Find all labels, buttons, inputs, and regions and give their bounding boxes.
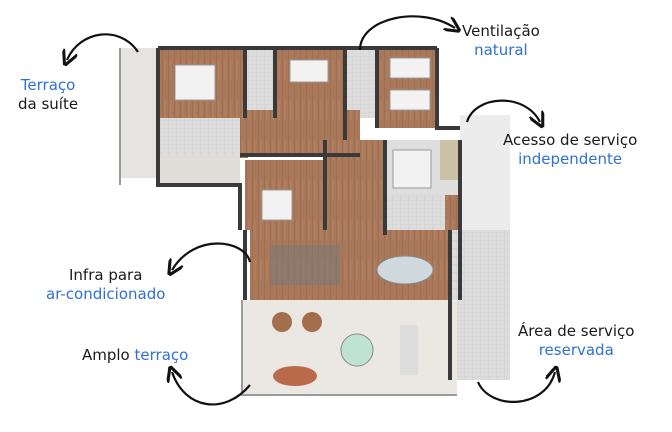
bed-2 [289,59,329,83]
terrace-sofa [273,366,317,386]
suite-terrace [120,48,160,178]
callout-suite-terrace-line2: da suíte [18,95,79,113]
terrace-table [340,333,374,367]
dining-table [376,255,434,285]
service-counter [440,140,462,180]
service-bath [385,195,445,235]
arrow-ventilation [358,15,455,51]
bed-3b [389,89,431,111]
closet [160,155,240,185]
callout-ventilation-line2: natural [474,41,528,59]
arrow-service-area [476,372,555,403]
callout-service-access-line2: independente [518,150,623,168]
callout-service-area-line1: Área de serviço [518,322,635,340]
arrow-suite-terrace [67,33,139,60]
callout-suite-terrace-line1: Terraço [20,76,76,94]
arrow-ac-infra [172,242,252,271]
walls [156,46,462,380]
callout-terrace: Amplo terraço [82,346,188,365]
bathroom-2 [345,48,377,118]
bed-master [174,64,216,101]
callout-ac-infra: Infra para ar-condicionado [46,266,165,304]
callout-terrace-prefix: Amplo [82,346,135,364]
callout-service-area-line2: reservada [538,341,614,359]
service-entrance [460,115,510,235]
callout-ventilation-line1: Ventilação [462,22,540,40]
callout-suite-terrace: Terraço da suíte [18,76,78,114]
terrace-chair-2 [302,312,322,332]
callout-service-area: Área de serviço reservada [518,322,634,360]
callout-ac-infra-line2: ar-condicionado [46,285,166,303]
bedroom-2 [275,48,345,118]
arrow-terrace [172,372,251,406]
terrace-chair-1 [272,312,292,332]
bed-service [392,149,432,189]
suite-bath [160,118,240,158]
callout-ventilation: Ventilação natural [462,22,540,60]
callout-service-access-line1: Acesso de serviço [503,131,638,149]
arrow-service-access [465,99,540,122]
callout-ac-infra-line1: Infra para [69,266,143,284]
bed-3a [389,57,431,79]
bathroom-1 [245,48,275,118]
terrace-bench [400,325,418,375]
bed-4 [261,189,293,221]
sofa [270,245,340,285]
callout-service-access: Acesso de serviço independente [503,131,637,169]
callout-terrace-highlight: terraço [134,346,189,364]
